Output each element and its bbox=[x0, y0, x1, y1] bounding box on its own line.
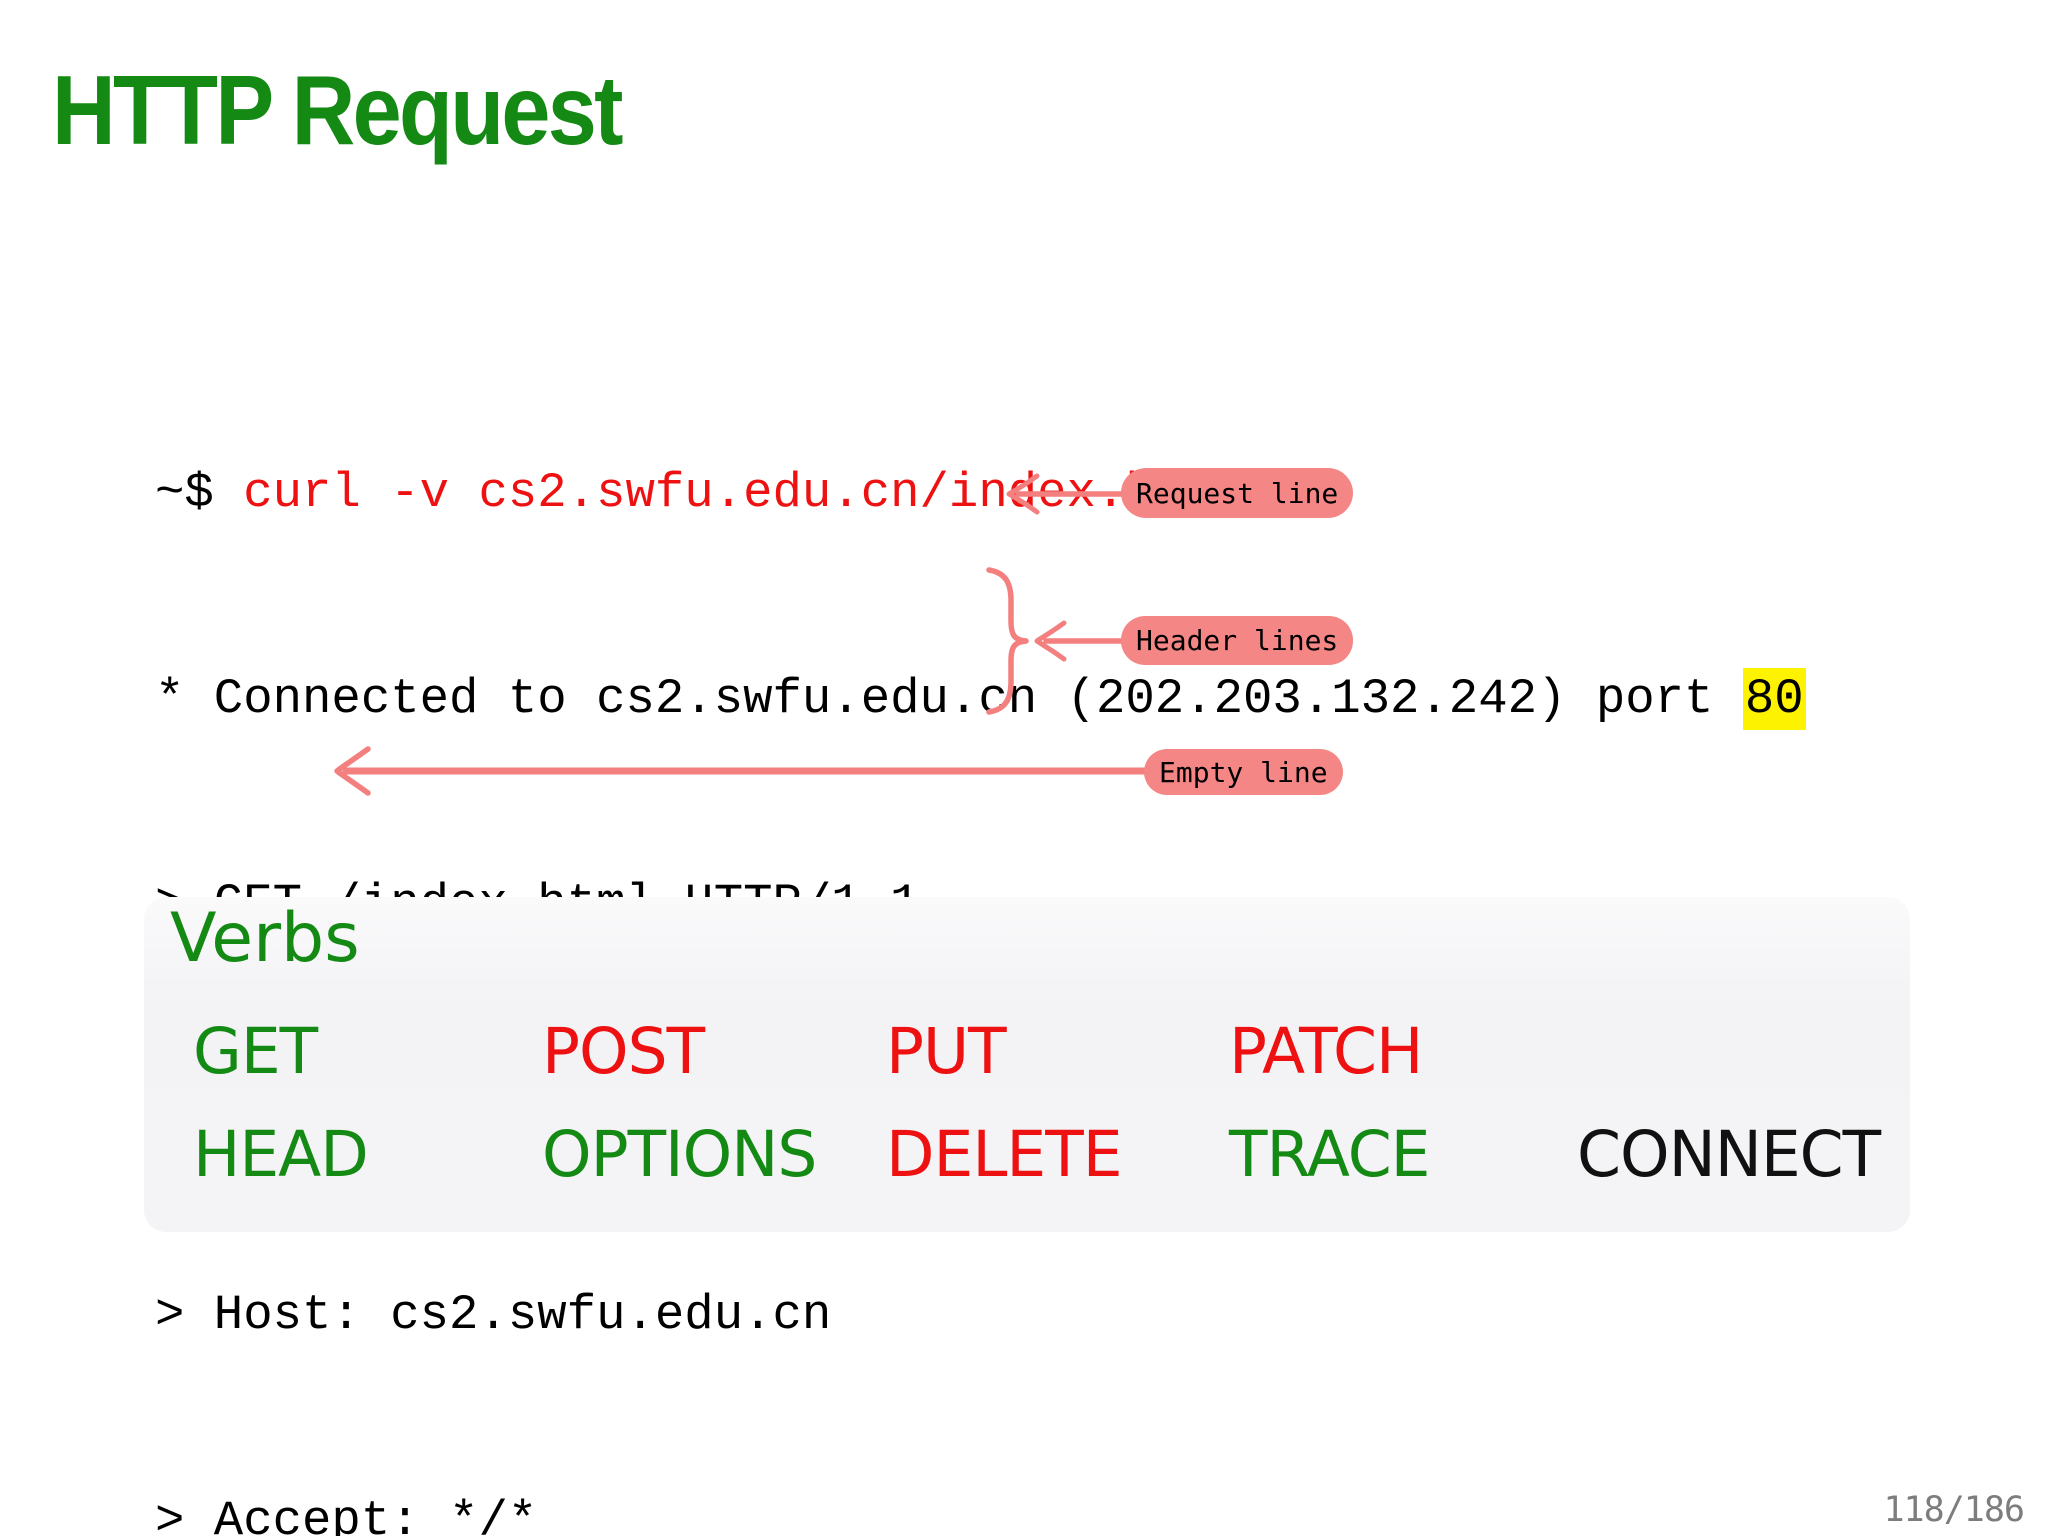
curl-command: curl -v cs2.swfu.edu.cn/index.html bbox=[243, 465, 1243, 521]
callout-request-line: Request line bbox=[1121, 468, 1354, 518]
page-number: 118/186 bbox=[1883, 1490, 2025, 1530]
verb-item-put: PUT bbox=[886, 1015, 1007, 1088]
callout-header-lines: Header lines bbox=[1121, 616, 1354, 665]
terminal-line-command: ~$ curl -v cs2.swfu.edu.cn/index.html bbox=[155, 459, 1806, 528]
page-title: HTTP Request bbox=[52, 55, 623, 165]
callout-empty-line-label: Empty line bbox=[1159, 755, 1328, 789]
verb-item-options: OPTIONS bbox=[542, 1118, 817, 1191]
verb-item-connect: CONNECT bbox=[1577, 1118, 1881, 1191]
terminal-line-connected: * Connected to cs2.swfu.edu.cn (202.203.… bbox=[155, 665, 1806, 734]
verb-item-patch: PATCH bbox=[1229, 1015, 1423, 1088]
terminal-line-accept: > Accept: */* bbox=[155, 1492, 538, 1536]
port-highlight: 80 bbox=[1742, 667, 1806, 730]
terminal-line-host: > Host: cs2.swfu.edu.cn bbox=[155, 1287, 832, 1343]
verb-item-delete: DELETE bbox=[886, 1118, 1123, 1191]
shell-prompt: ~$ bbox=[155, 465, 244, 521]
verbs-heading: Verbs bbox=[170, 899, 360, 978]
callout-request-line-label: Request line bbox=[1136, 476, 1339, 510]
verb-item-get: GET bbox=[193, 1015, 318, 1088]
callout-header-lines-label: Header lines bbox=[1136, 624, 1339, 657]
verb-item-head: HEAD bbox=[193, 1118, 369, 1191]
verb-item-trace: TRACE bbox=[1229, 1118, 1430, 1191]
callout-empty-line: Empty line bbox=[1144, 749, 1343, 795]
verbs-panel: Verbs GET POST PUT PATCH HEAD OPTIONS DE… bbox=[144, 897, 1910, 1232]
verb-item-post: POST bbox=[542, 1015, 705, 1088]
